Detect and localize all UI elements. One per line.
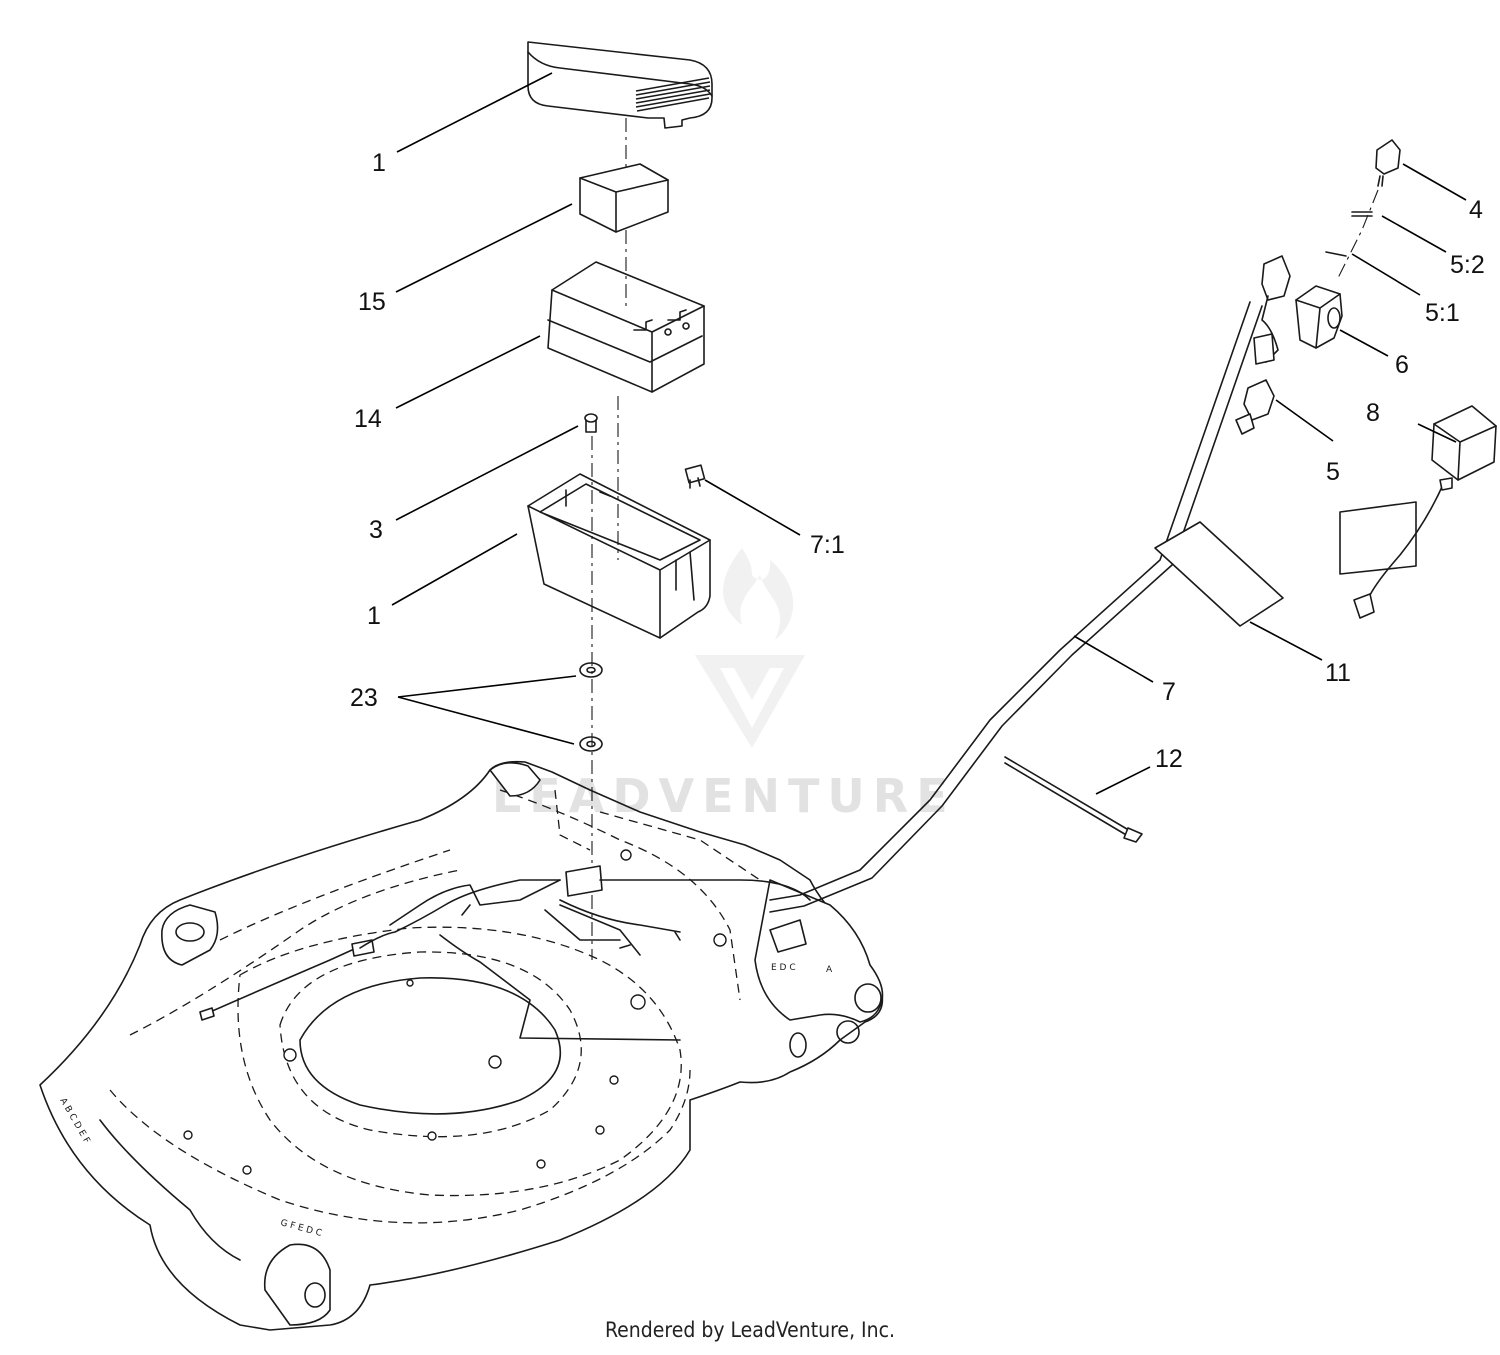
key <box>1375 139 1401 187</box>
callout-4: 4 <box>1469 196 1483 224</box>
key-switch <box>1295 285 1343 349</box>
decal <box>1154 521 1284 627</box>
callout-12: 12 <box>1155 745 1183 773</box>
callout-8: 8 <box>1366 399 1380 427</box>
charger <box>1339 405 1497 619</box>
callout-labels: 1 15 14 3 1 23 7:1 4 5:2 5:1 6 5 8 11 7 … <box>350 149 1485 773</box>
washers <box>579 662 603 752</box>
callout-14: 14 <box>354 405 382 433</box>
cable-tie <box>1004 756 1143 843</box>
mower-deck: E D C A A B C D E F G F E D C <box>39 760 884 1331</box>
key-washer-inner <box>1325 251 1347 257</box>
callout-6: 6 <box>1395 351 1409 379</box>
battery <box>547 261 705 393</box>
callout-5-1: 5:1 <box>1425 299 1460 327</box>
callout-7: 7 <box>1162 678 1176 706</box>
callout-7-1: 7:1 <box>810 531 845 559</box>
key-washer-outer <box>1351 211 1373 217</box>
callout-11: 11 <box>1325 659 1351 687</box>
fuse <box>684 464 706 489</box>
callout-1-tray: 1 <box>367 602 381 630</box>
callout-1-cover: 1 <box>372 149 386 177</box>
callout-5-2: 5:2 <box>1450 251 1485 279</box>
svg-text:A B C D E F: A B C D E F <box>57 1097 91 1146</box>
svg-text:G F E D C: G F E D C <box>279 1218 323 1239</box>
battery-tray <box>527 473 711 639</box>
callout-5: 5 <box>1326 458 1340 486</box>
screw <box>584 413 598 433</box>
battery-cover <box>527 41 713 129</box>
main-wire-harness <box>769 255 1291 913</box>
foam-pad <box>579 163 669 233</box>
footer-credit: Rendered by LeadVenture, Inc. <box>605 1318 895 1342</box>
switch-plug <box>1235 379 1275 435</box>
leader-lines <box>391 72 1467 795</box>
svg-text:A: A <box>826 965 833 975</box>
watermark-text: LEADVENTURE <box>492 769 956 823</box>
watermark-logo <box>695 548 805 748</box>
wiring-harness <box>199 865 811 1041</box>
callout-15: 15 <box>358 288 386 316</box>
callout-23: 23 <box>350 684 378 712</box>
callout-3: 3 <box>369 516 383 544</box>
svg-text:E D C: E D C <box>771 963 796 973</box>
